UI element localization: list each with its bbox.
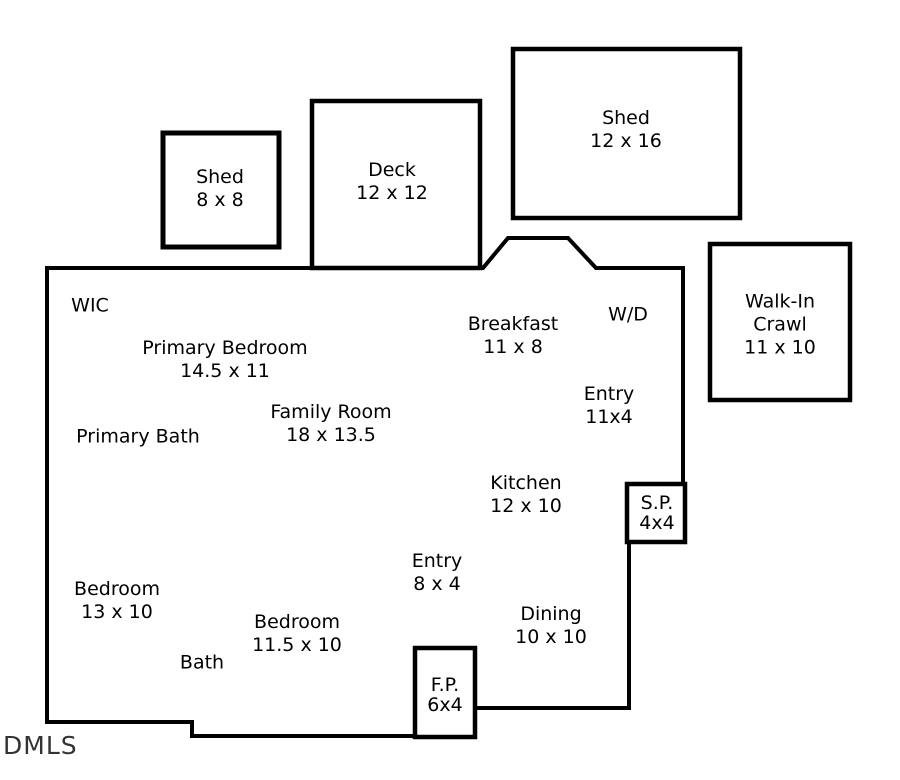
walk-in-crawl-outline xyxy=(707,241,853,403)
room-dims: 13 x 10 xyxy=(81,601,153,623)
room-name: Family Room xyxy=(270,401,392,423)
room-name: Bath xyxy=(179,651,225,674)
fireplace-label: F.P. 6x4 xyxy=(427,675,462,715)
room-dims: 8 x 4 xyxy=(413,573,461,595)
main-house-outline xyxy=(45,236,685,738)
room-name: Entry xyxy=(411,550,463,572)
shed-small-label: Shed 8 x 8 xyxy=(196,166,244,212)
room-dims: 4x4 xyxy=(639,512,675,534)
room-dims: 18 x 13.5 xyxy=(286,424,376,446)
room-name: Shed xyxy=(602,107,650,129)
room-dims: 10 x 10 xyxy=(515,626,587,648)
room-dims: 11 x 8 xyxy=(483,336,543,358)
room-name: W/D xyxy=(608,303,648,326)
wic-label: WIC xyxy=(71,295,109,318)
room-name: Dining xyxy=(520,603,582,625)
room-name: Deck xyxy=(368,159,416,181)
room-dims: 11 x 10 xyxy=(744,336,816,359)
kitchen-label: Kitchen 12 x 10 xyxy=(490,472,562,518)
walk-in-crawl-label: Walk-In Crawl 11 x 10 xyxy=(744,291,816,360)
primary-bedroom-label: Primary Bedroom 14.5 x 11 xyxy=(142,337,307,383)
dining-label: Dining 10 x 10 xyxy=(515,603,587,649)
room-dims: 8 x 8 xyxy=(196,189,244,211)
room-dims: 12 x 12 xyxy=(356,182,428,204)
bath-label: Bath xyxy=(180,652,224,675)
room-name: Walk-In xyxy=(745,290,815,313)
room-name: F.P. xyxy=(430,674,460,696)
room-name: Bedroom xyxy=(254,611,340,633)
room-dims: 14.5 x 11 xyxy=(180,360,270,382)
room-name: WIC xyxy=(71,294,109,317)
entry-front-label: Entry 8 x 4 xyxy=(412,550,463,596)
breakfast-label: Breakfast 11 x 8 xyxy=(468,313,558,359)
room-dims: 6x4 xyxy=(427,694,463,716)
room-name: Breakfast xyxy=(467,313,559,335)
shed-small-outline xyxy=(160,130,282,250)
room-name: Bedroom xyxy=(74,578,160,600)
room-name: Primary Bedroom xyxy=(142,337,308,359)
family-room-label: Family Room 18 x 13.5 xyxy=(270,401,391,447)
mls-watermark: DMLS xyxy=(3,731,78,760)
shed-large-label: Shed 12 x 16 xyxy=(590,107,662,153)
screened-porch-label: S.P. 4x4 xyxy=(639,493,674,533)
laundry-label: W/D xyxy=(608,304,648,327)
entry-rear-label: Entry 11x4 xyxy=(584,383,635,429)
room-name: Entry xyxy=(583,383,635,405)
room-name: Primary Bath xyxy=(76,425,200,448)
room-dims: 12 x 10 xyxy=(490,495,562,517)
room-name: Kitchen xyxy=(490,472,562,494)
bedroom-3-label: Bedroom 11.5 x 10 xyxy=(252,611,342,657)
primary-bath-label: Primary Bath xyxy=(76,426,200,449)
room-name: Crawl xyxy=(753,313,807,336)
shed-large-outline xyxy=(510,46,743,221)
room-dims: 11x4 xyxy=(585,406,633,428)
room-name: Shed xyxy=(196,166,244,188)
bedroom-2-label: Bedroom 13 x 10 xyxy=(74,578,160,624)
deck-label: Deck 12 x 12 xyxy=(356,159,428,205)
fireplace-outline xyxy=(412,645,478,740)
room-dims: 11.5 x 10 xyxy=(252,634,342,656)
room-name: S.P. xyxy=(640,492,674,514)
deck-outline xyxy=(309,98,483,271)
screened-porch-outline xyxy=(624,481,688,545)
room-dims: 12 x 16 xyxy=(590,130,662,152)
